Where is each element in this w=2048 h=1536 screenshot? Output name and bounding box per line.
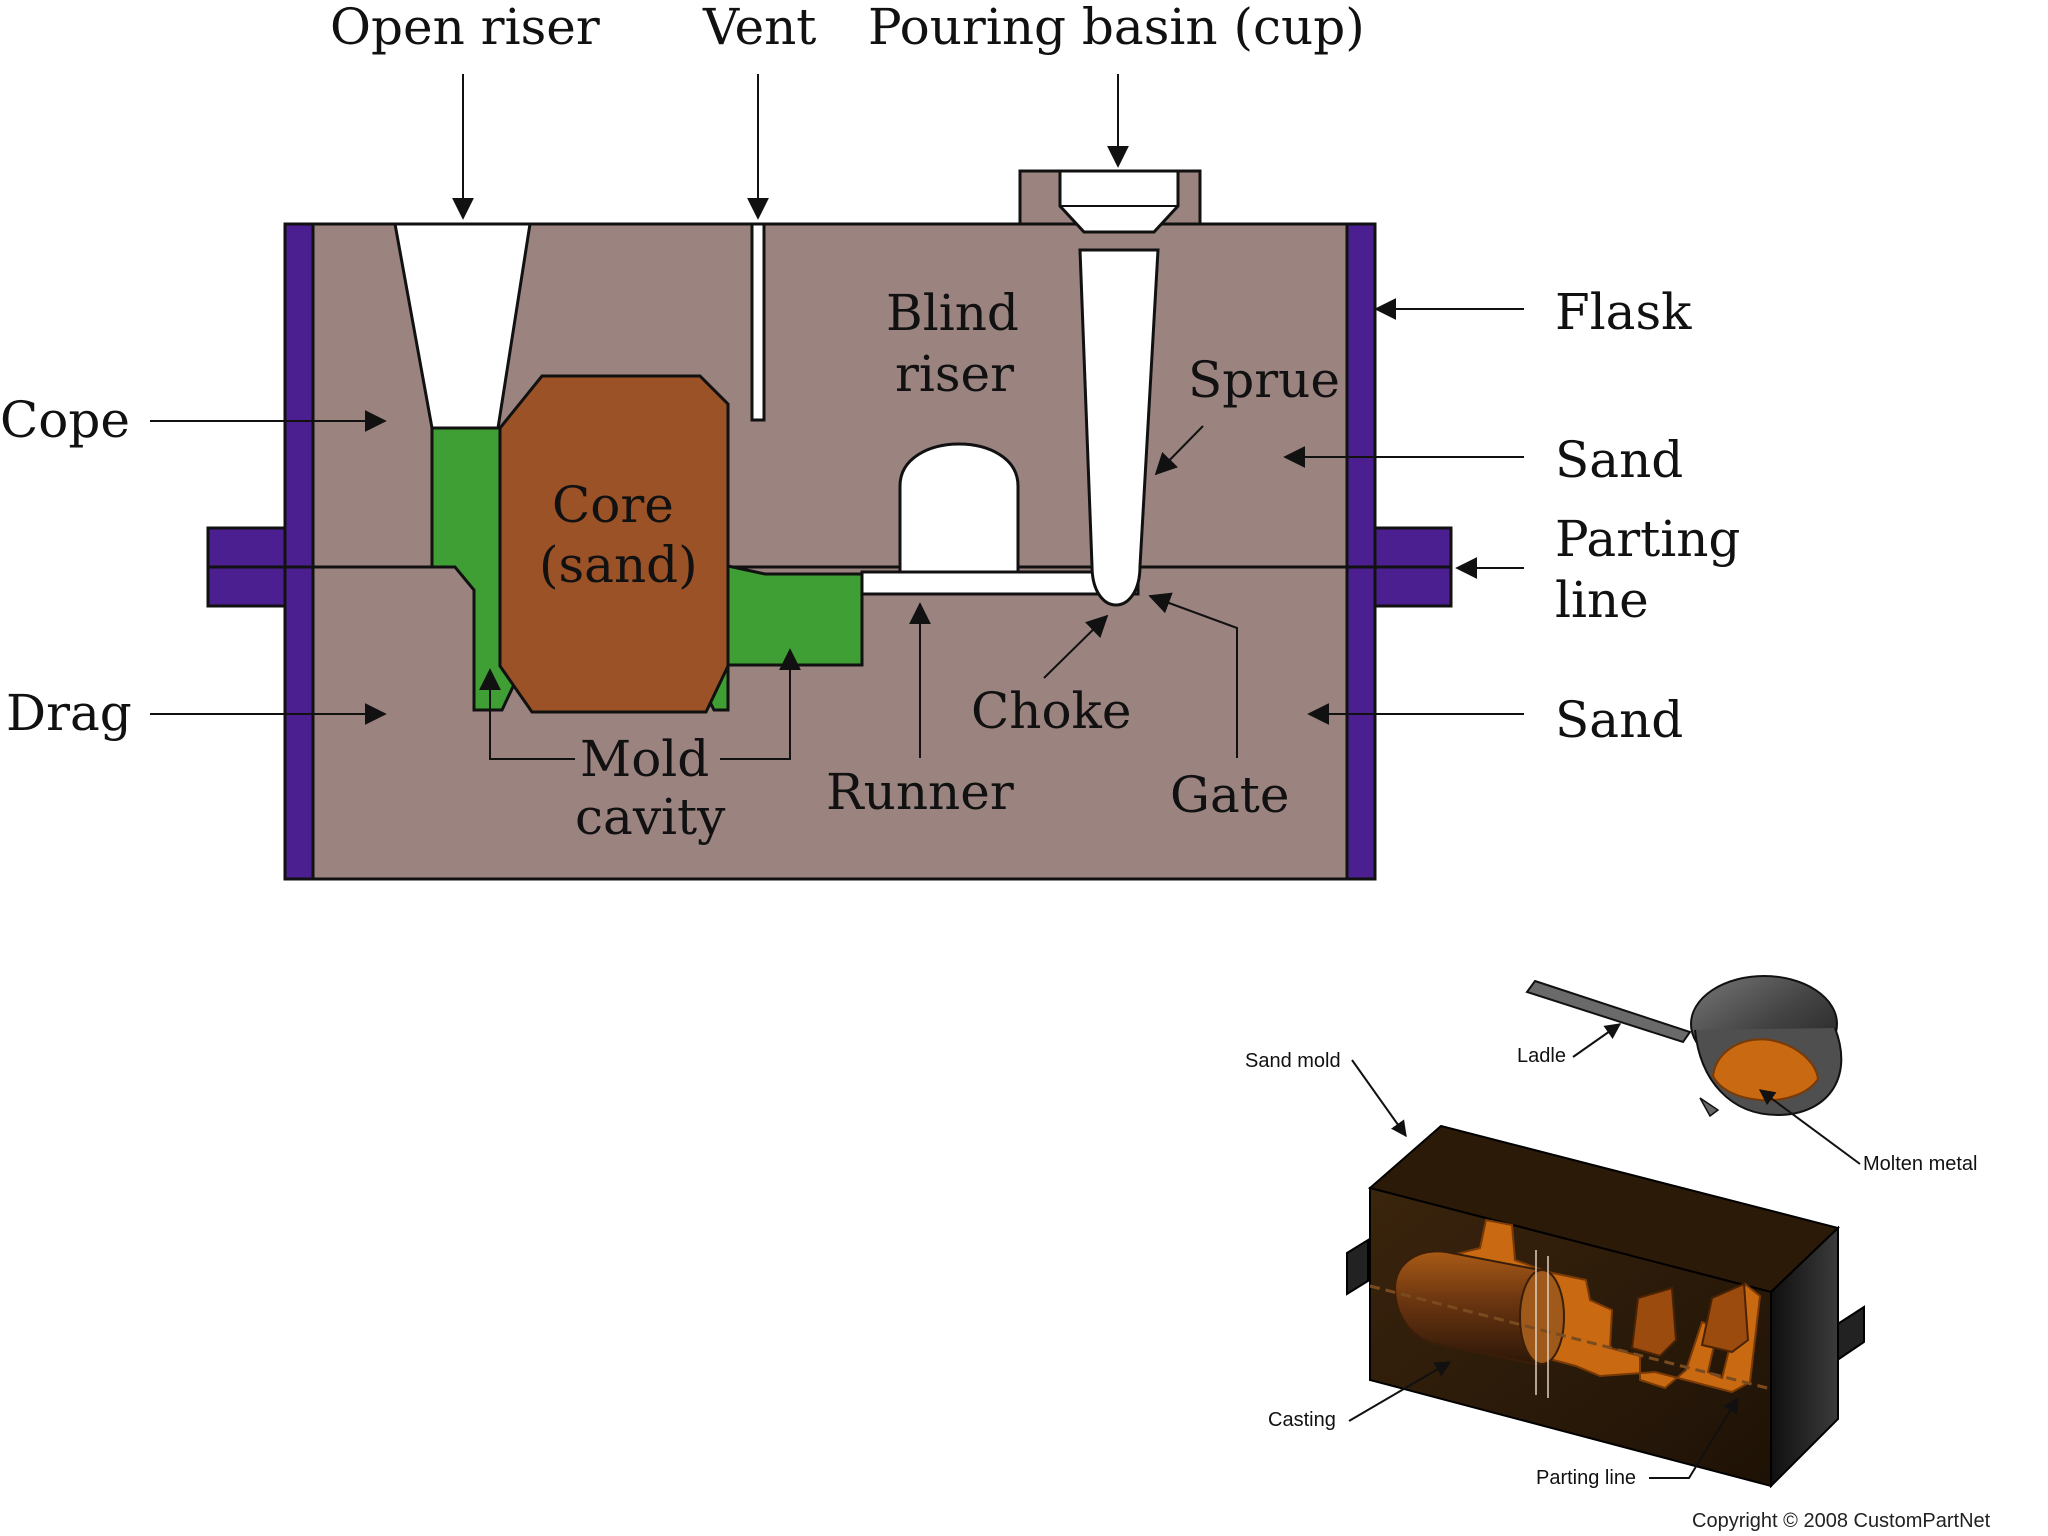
ladle-illustration <box>1525 975 1843 1118</box>
open-riser <box>393 222 532 430</box>
ladle-arrow <box>1572 1023 1622 1058</box>
casting-arrow <box>1348 1361 1452 1422</box>
choke-label: Choke <box>971 682 1131 740</box>
isometric-sand-mold <box>1346 1124 1865 1489</box>
gate-label: Gate <box>1170 766 1289 824</box>
gate-leader <box>1148 592 1238 758</box>
runner-label: Runner <box>826 763 1014 821</box>
left-flask-wall <box>283 222 315 881</box>
copyright-text: Copyright © 2008 CustomPartNet <box>1692 1510 1991 1532</box>
ladle-spout <box>1699 1097 1720 1118</box>
mold-right-face <box>1770 1225 1839 1489</box>
parting-line-label-line2: line <box>1555 571 1649 629</box>
parting-line-iso-label: Parting line <box>1536 1467 1636 1489</box>
mold-cavity-label-line1: Mold <box>580 730 709 788</box>
parting-line-label-line1: Parting <box>1555 510 1740 568</box>
mold-cavity-right-leader <box>720 648 801 760</box>
pouring-basin <box>1058 169 1180 234</box>
sand-mold-label: Sand mold <box>1245 1050 1341 1072</box>
sprue <box>1078 248 1160 607</box>
vent <box>750 222 766 422</box>
casting-label: Casting <box>1268 1409 1336 1431</box>
molten-metal-arrow <box>1758 1089 1861 1165</box>
core-label-line2: (sand) <box>539 536 698 594</box>
iso-parting-line <box>1369 1284 1772 1391</box>
blind-riser <box>898 442 1020 574</box>
casting-cylinder-end <box>1519 1269 1565 1365</box>
left-lug <box>1346 1238 1369 1296</box>
ladle-label: Ladle <box>1517 1045 1566 1067</box>
mold-riser-right <box>1700 1282 1750 1354</box>
pouring-basin-label: Pouring basin (cup) <box>868 0 1365 56</box>
mold-cavity-left-leader <box>479 668 575 760</box>
choke-arrow <box>1043 614 1109 679</box>
cross-section-labels: Open riser Vent Pouring basin (cup) Cope… <box>0 0 1740 846</box>
drag-label: Drag <box>6 684 132 742</box>
isometric-labels: Sand mold Ladle Molten metal Casting Par… <box>1245 1023 1991 1532</box>
sprue-label: Sprue <box>1188 351 1340 409</box>
molten-metal <box>1711 1038 1820 1102</box>
core-label-line1: Core <box>552 476 674 534</box>
blind-riser-label-line1: Blind <box>886 284 1019 342</box>
blind-riser-label-line2: riser <box>895 345 1014 403</box>
sand-lower-label: Sand <box>1555 691 1683 749</box>
cope-label: Cope <box>0 391 130 449</box>
parting-line-iso-arrow <box>1649 1396 1739 1479</box>
sprue-leader <box>1154 425 1204 476</box>
ladle-handle <box>1525 979 1692 1044</box>
core-sand <box>498 374 730 714</box>
sand-upper-label: Sand <box>1555 431 1683 489</box>
flask-label: Flask <box>1555 283 1692 341</box>
runner-channel <box>860 570 1140 596</box>
mold-riser-left <box>1630 1286 1678 1358</box>
molten-metal-label: Molten metal <box>1863 1153 1978 1175</box>
right-flask-wall <box>1345 222 1377 881</box>
open-riser-label: Open riser <box>330 0 600 56</box>
vent-label: Vent <box>702 0 816 56</box>
sand-mold-arrow <box>1351 1059 1407 1138</box>
sand-mold-cross-section <box>150 74 1524 881</box>
mold-cavity-label-line2: cavity <box>575 788 726 846</box>
